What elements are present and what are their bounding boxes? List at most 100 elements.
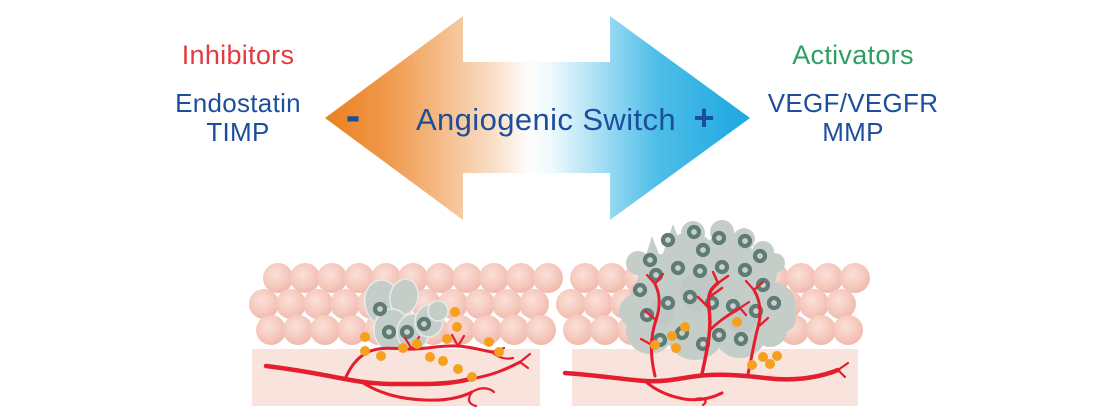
endothelial-cell	[526, 315, 556, 345]
growth-factor-dot	[425, 352, 435, 362]
endothelial-cell	[506, 263, 536, 293]
endothelial-cell	[826, 289, 856, 319]
growth-factor-dot	[732, 317, 742, 327]
tumor-cell-nucleus	[381, 324, 397, 340]
endothelial-cell	[452, 263, 482, 293]
tumor-cell-nucleus	[686, 224, 702, 240]
endothelial-cell	[344, 263, 374, 293]
endothelial-cell	[310, 315, 340, 345]
growth-factor-dot	[747, 360, 757, 370]
dormant-tissue-illustration	[249, 263, 563, 408]
growth-factor-dot	[765, 359, 775, 369]
endothelial-cell	[492, 289, 522, 319]
inhibitors-heading: Inhibitors	[181, 40, 295, 70]
quiescent-vessels	[263, 333, 532, 408]
tumor-cell-nucleus	[682, 289, 698, 305]
endothelial-cell	[283, 315, 313, 345]
growth-factor-dot	[467, 372, 477, 382]
signal-dots	[650, 317, 782, 370]
inhibitors-list: Endostatin TIMP	[175, 89, 301, 147]
endothelial-cell	[590, 315, 620, 345]
tumor-cell-nucleus	[752, 248, 768, 264]
growth-factor-dot	[758, 352, 768, 362]
tumor-cell-nucleus	[642, 252, 658, 268]
endothelial-cell	[499, 315, 529, 345]
growth-factor-dot	[412, 339, 422, 349]
endothelial-cell	[256, 315, 286, 345]
growth-factor-dot	[484, 337, 494, 347]
tumor-cell-nucleus	[372, 301, 388, 317]
minus-symbol: -	[345, 91, 361, 140]
tumor-cell-nucleus	[766, 295, 782, 311]
signal-dots	[360, 307, 504, 382]
growth-factor-dot	[680, 322, 690, 332]
growth-factor-dot	[772, 351, 782, 361]
growth-factor-dot	[667, 331, 677, 341]
endothelial-cell	[519, 289, 549, 319]
growth-factor-dot	[376, 351, 386, 361]
endothelial-cell	[472, 315, 502, 345]
endothelial-cell	[263, 263, 293, 293]
endothelial-cell	[317, 263, 347, 293]
endothelial-cell	[556, 289, 586, 319]
tumor-cell-nucleus	[737, 233, 753, 249]
tumor-cell-nucleus	[714, 259, 730, 275]
tumor-cell-nucleus	[416, 316, 432, 332]
tumor-cell-nucleus	[711, 327, 727, 343]
tumor-cell-nucleus	[639, 307, 655, 323]
endothelial-cell	[303, 289, 333, 319]
tumor-cell-nucleus	[670, 260, 686, 276]
endothelial-cell	[597, 263, 627, 293]
sprouting-vessels	[562, 270, 850, 407]
tumor-cell-nucleus	[733, 331, 749, 347]
tumor-cell-nucleus	[737, 262, 753, 278]
endothelial-cell	[833, 315, 863, 345]
activator-item: VEGF/VEGFR	[767, 88, 939, 118]
endothelial-cell	[583, 289, 613, 319]
activators-list: VEGF/VEGFR MMP	[768, 89, 939, 147]
growth-factor-dot	[360, 332, 370, 342]
growth-factor-dot	[450, 307, 460, 317]
endothelial-cell	[330, 289, 360, 319]
endothelial-cell	[425, 263, 455, 293]
growth-factor-dot	[453, 364, 463, 374]
endothelial-cell	[813, 263, 843, 293]
inhibitor-item: Endostatin	[175, 88, 301, 118]
tumor-nuclei	[372, 301, 432, 340]
tumor-cell-nucleus	[711, 230, 727, 246]
endothelial-cell	[479, 263, 509, 293]
endothelial-cell	[799, 289, 829, 319]
endothelial-cell	[563, 315, 593, 345]
endothelial-cell	[276, 289, 306, 319]
plus-symbol: +	[693, 97, 715, 138]
endothelial-cell	[806, 315, 836, 345]
endothelial-cell	[786, 263, 816, 293]
tumor-cell-nucleus	[399, 324, 415, 340]
growth-factor-dot	[442, 334, 452, 344]
endothelial-cell	[290, 263, 320, 293]
endothelial-cell	[249, 289, 279, 319]
double-arrow	[325, 16, 750, 220]
inhibitor-item: TIMP	[206, 117, 270, 147]
endothelial-cell	[465, 289, 495, 319]
growth-factor-dot	[650, 340, 660, 350]
growth-factor-dot	[671, 343, 681, 353]
endothelial-cell	[840, 263, 870, 293]
growth-factor-dot	[360, 346, 370, 356]
growth-factor-dot	[438, 356, 448, 366]
activator-item: MMP	[822, 117, 884, 147]
tumor-nuclei	[632, 224, 782, 352]
angiogenic-tumor-illustration	[556, 220, 870, 407]
activators-heading: Activators	[792, 40, 914, 70]
tumor-cell-nucleus	[632, 282, 648, 298]
arrow-title: Angiogenic Switch	[415, 102, 677, 137]
growth-factor-dot	[494, 347, 504, 357]
tumor-cell-nucleus	[660, 232, 676, 248]
growth-factor-dot	[452, 322, 462, 332]
growth-factor-dot	[398, 343, 408, 353]
endothelial-cell	[337, 315, 367, 345]
tumor-cell-nucleus	[660, 295, 676, 311]
endothelial-cell	[570, 263, 600, 293]
tumor-cell-nucleus	[695, 242, 711, 258]
